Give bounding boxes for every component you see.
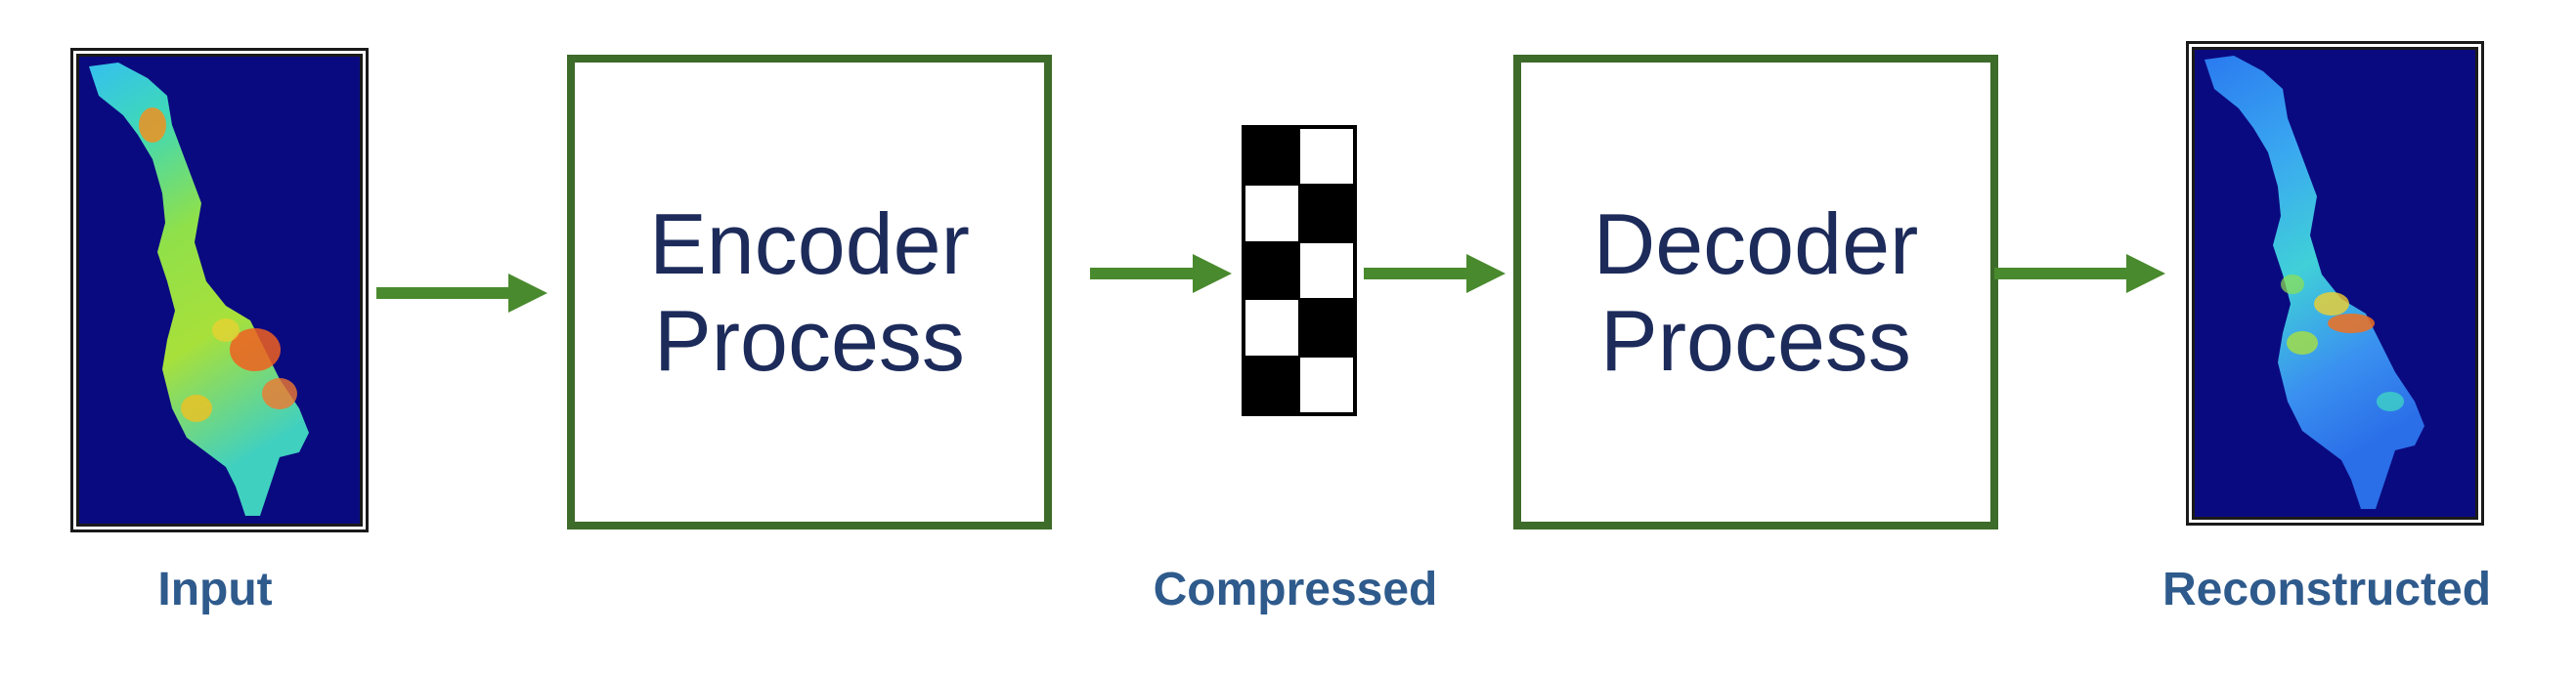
compressed-code <box>1242 125 1357 416</box>
code-cell-black <box>1299 185 1354 242</box>
code-cell-black <box>1299 299 1354 357</box>
input-caption: Input <box>157 564 273 615</box>
code-cell-white <box>1299 356 1354 413</box>
reconstructed-heatmap <box>2195 50 2475 517</box>
decoder-label: Decoder Process <box>1594 195 1919 390</box>
encoder-box: Encoder Process <box>567 55 1052 529</box>
encoder-label: Encoder Process <box>649 195 970 390</box>
code-cell-black <box>1244 128 1299 186</box>
decoder-line2: Process <box>1600 292 1911 389</box>
decoder-line1: Decoder <box>1593 194 1919 292</box>
encoder-line2: Process <box>654 292 965 389</box>
arrow-input-to-encoder <box>376 274 547 313</box>
code-cell-white <box>1244 299 1299 357</box>
encoder-line1: Encoder <box>649 194 970 292</box>
compressed-caption: Compressed <box>1153 564 1438 615</box>
code-cell-black <box>1244 241 1299 300</box>
reconstructed-caption: Reconstructed <box>2161 564 2492 615</box>
arrow-decoder-to-reconstructed <box>1994 254 2165 293</box>
arrow-code-to-decoder <box>1364 254 1506 293</box>
input-image <box>76 54 363 527</box>
code-cell-black <box>1244 356 1299 413</box>
arrow-encoder-to-code <box>1090 254 1232 293</box>
code-cell-white <box>1299 241 1354 300</box>
code-cell-white <box>1244 185 1299 242</box>
decoder-box: Decoder Process <box>1513 55 1998 529</box>
input-heatmap <box>79 57 360 524</box>
code-cell-white <box>1299 128 1354 186</box>
reconstructed-image <box>2192 47 2478 520</box>
